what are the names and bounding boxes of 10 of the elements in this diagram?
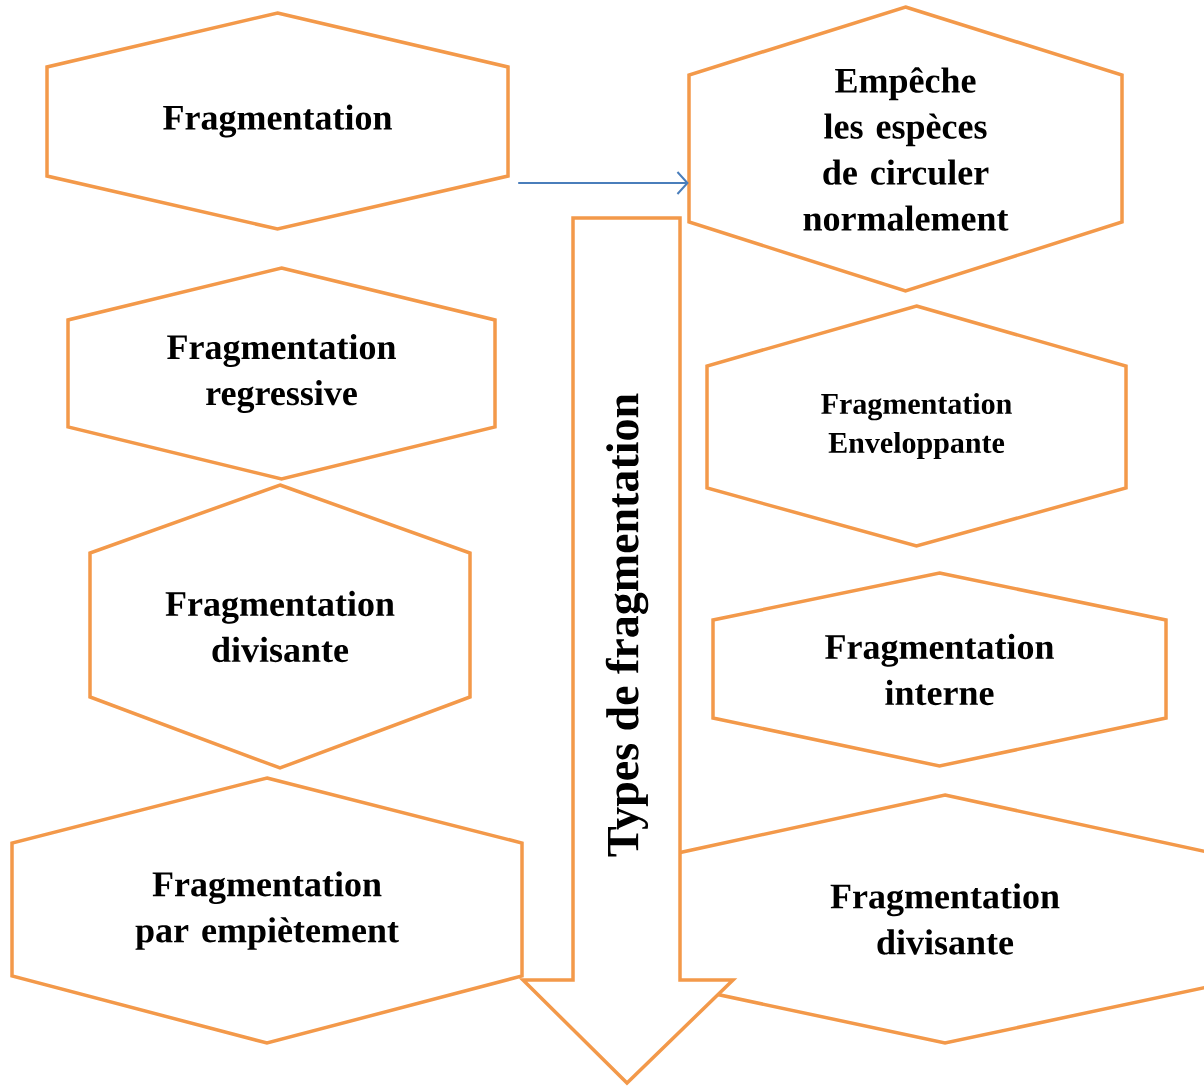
node-label: Types de fragmentation (605, 393, 649, 857)
arrow (517, 171, 689, 195)
hexagon: Empêche les espèces de circuler normalement (687, 5, 1124, 293)
hexagon: Fragmentation par empiètement (10, 776, 524, 1045)
hexagon: Fragmentation (45, 11, 510, 231)
hexagon: Fragmentation regressive (66, 266, 497, 481)
hexagon: Fragmentation interne (711, 571, 1168, 768)
hexagon: Fragmentation divisante (676, 793, 1204, 1045)
hexagon: Fragmentation Enveloppante (705, 304, 1128, 548)
hexagon: Fragmentation divisante (88, 483, 472, 770)
